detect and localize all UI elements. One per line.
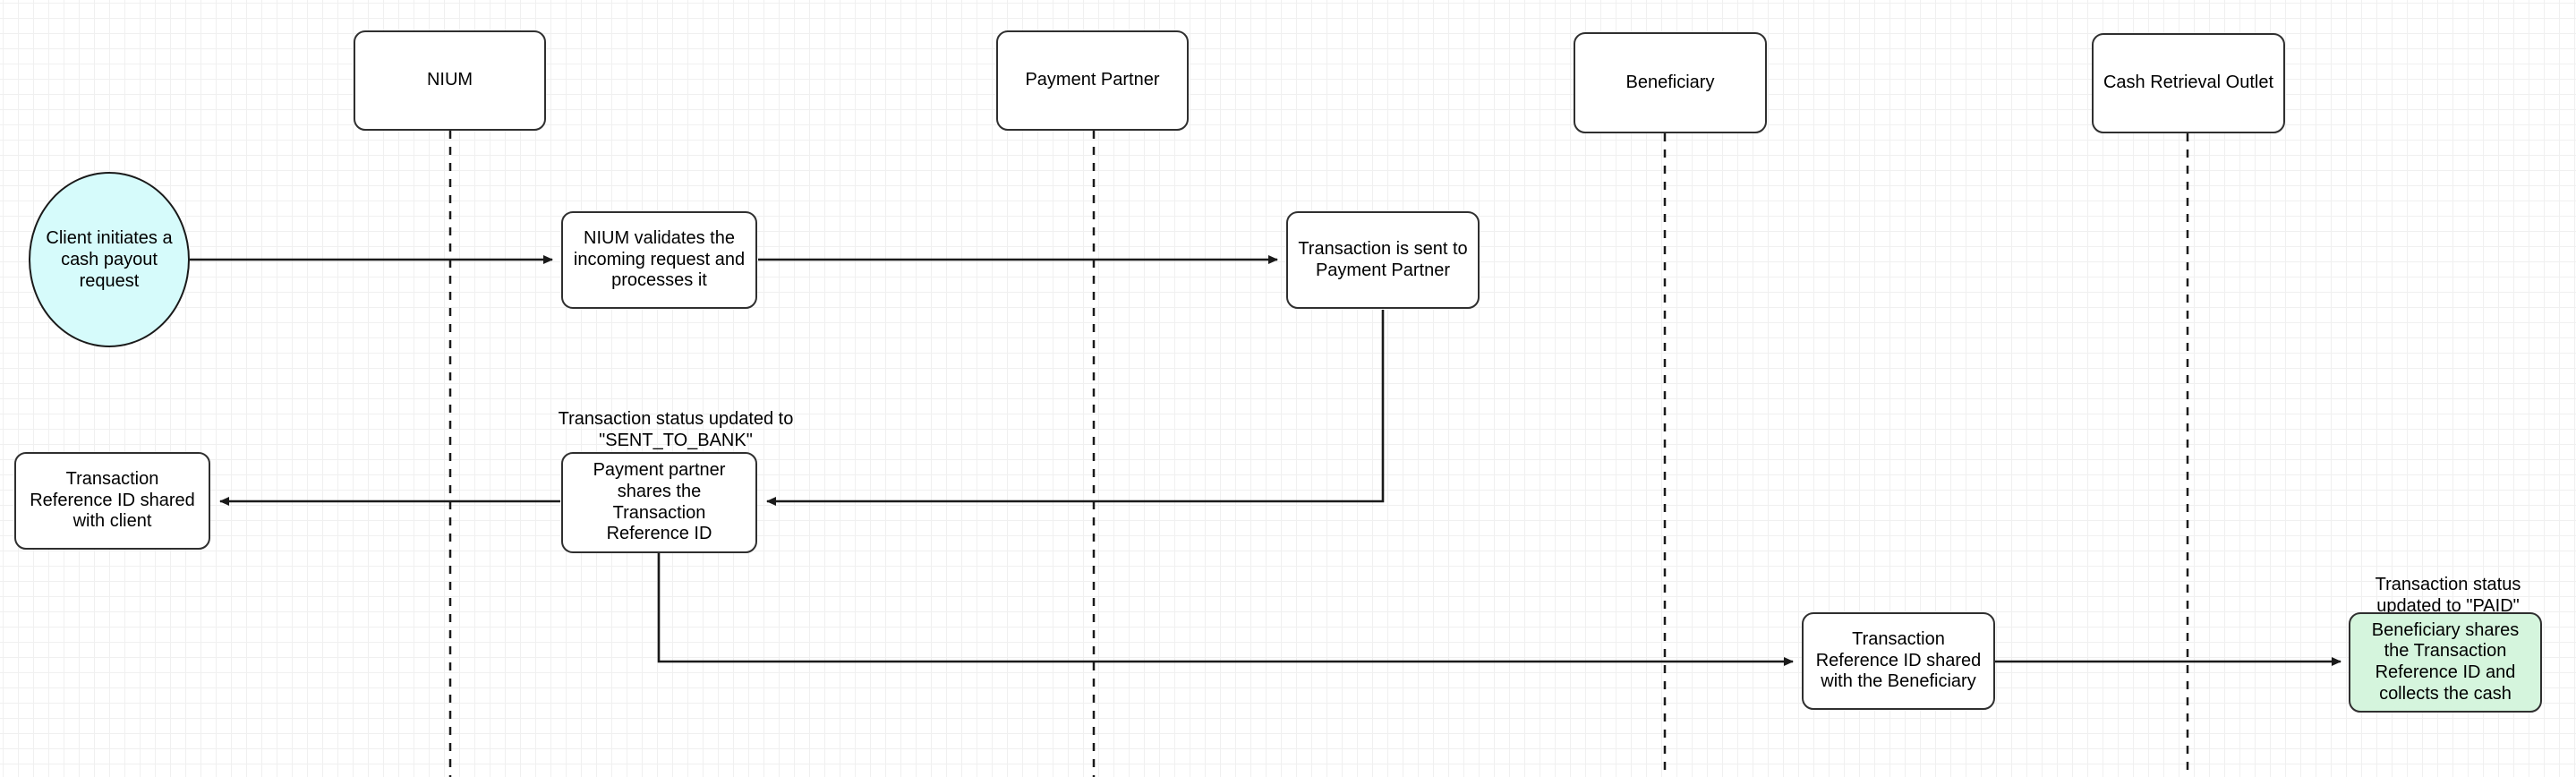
node-beneficiary-collects-cash-label: Beneficiary shares the Transaction Refer…: [2371, 619, 2520, 704]
start-node-client-initiates[interactable]: Client initiates a cash payout request: [29, 172, 190, 347]
start-node-label: Client initiates a cash payout request: [46, 228, 173, 291]
node-beneficiary-collects-cash[interactable]: Beneficiary shares the Transaction Refer…: [2349, 612, 2542, 713]
edge-label-paid-text: Transaction status updated to "PAID": [2375, 575, 2521, 616]
node-reference-id-shared-with-beneficiary[interactable]: Transaction Reference ID shared with the…: [1802, 612, 1995, 710]
edge-partner-to-beneficiary: [657, 552, 1794, 666]
edge-label-sent-to-bank: Transaction status updated to "SENT_TO_B…: [515, 387, 837, 451]
lane-header-nium-label: NIUM: [426, 70, 473, 90]
edge-label-sent-to-bank-text: Transaction status updated to "SENT_TO_B…: [558, 409, 794, 450]
lane-header-cash-retrieval-outlet[interactable]: Cash Retrieval Outlet: [2092, 33, 2285, 133]
node-reference-id-shared-with-client-label: Transaction Reference ID shared with cli…: [30, 469, 195, 532]
node-nium-validates[interactable]: NIUM validates the incoming request and …: [561, 211, 757, 309]
lane-header-payment-partner-label: Payment Partner: [1025, 70, 1160, 90]
node-partner-shares-reference-id-label: Payment partner shares the Transaction R…: [593, 460, 726, 544]
lane-header-cash-retrieval-outlet-label: Cash Retrieval Outlet: [2103, 73, 2274, 93]
lane-header-beneficiary-label: Beneficiary: [1625, 72, 1715, 92]
node-reference-id-shared-with-beneficiary-label: Transaction Reference ID shared with the…: [1815, 629, 1982, 692]
node-reference-id-shared-with-client[interactable]: Transaction Reference ID shared with cli…: [14, 452, 210, 550]
lane-header-payment-partner[interactable]: Payment Partner: [996, 30, 1189, 131]
edge-label-paid: Transaction status updated to "PAID": [2347, 552, 2549, 617]
node-transaction-sent-to-partner[interactable]: Transaction is sent to Payment Partner: [1286, 211, 1480, 309]
edge-sent-to-partner-shares: [766, 310, 1385, 506]
node-transaction-sent-to-partner-label: Transaction is sent to Payment Partner: [1298, 238, 1468, 280]
lane-header-nium[interactable]: NIUM: [354, 30, 546, 131]
node-nium-validates-label: NIUM validates the incoming request and …: [573, 228, 746, 291]
lane-header-beneficiary[interactable]: Beneficiary: [1574, 32, 1767, 133]
node-partner-shares-reference-id[interactable]: Payment partner shares the Transaction R…: [561, 452, 757, 553]
